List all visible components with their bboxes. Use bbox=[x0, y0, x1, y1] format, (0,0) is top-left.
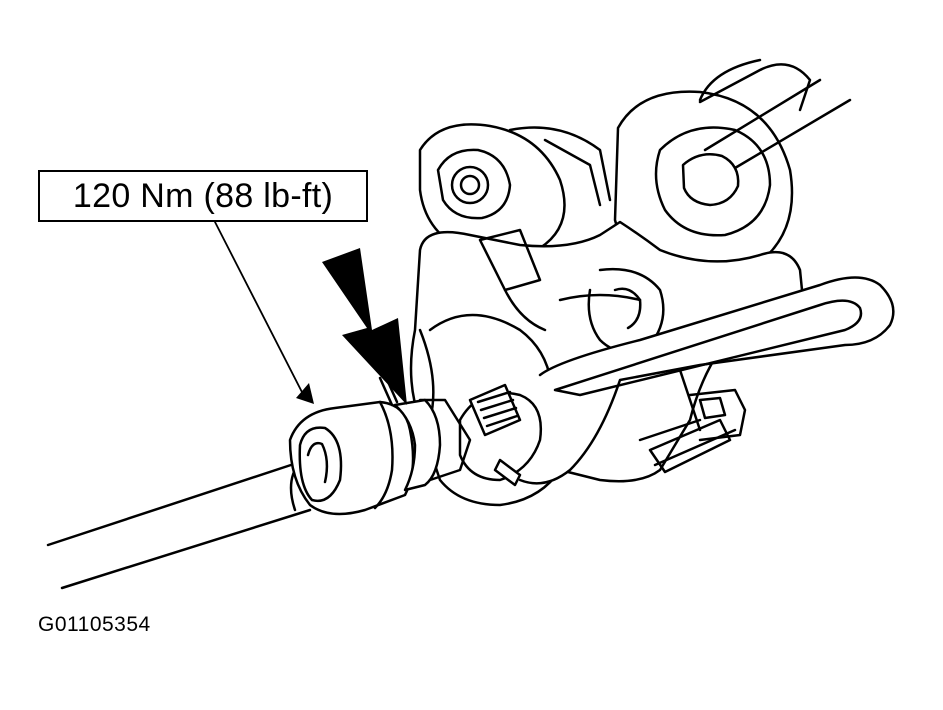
indicator-arrow bbox=[322, 248, 407, 405]
callout-leader bbox=[214, 221, 314, 404]
torque-callout: 120 Nm (88 lb-ft) bbox=[38, 170, 368, 222]
figure-id: G01105354 bbox=[38, 613, 151, 636]
inner-tie-rod-ball-joint bbox=[288, 400, 415, 516]
adjustable-wrench bbox=[458, 276, 895, 487]
pinion-housing bbox=[648, 388, 747, 474]
tie-rod bbox=[46, 460, 312, 590]
torque-label: 120 Nm (88 lb-ft) bbox=[72, 176, 334, 215]
jam-nut bbox=[378, 373, 472, 492]
